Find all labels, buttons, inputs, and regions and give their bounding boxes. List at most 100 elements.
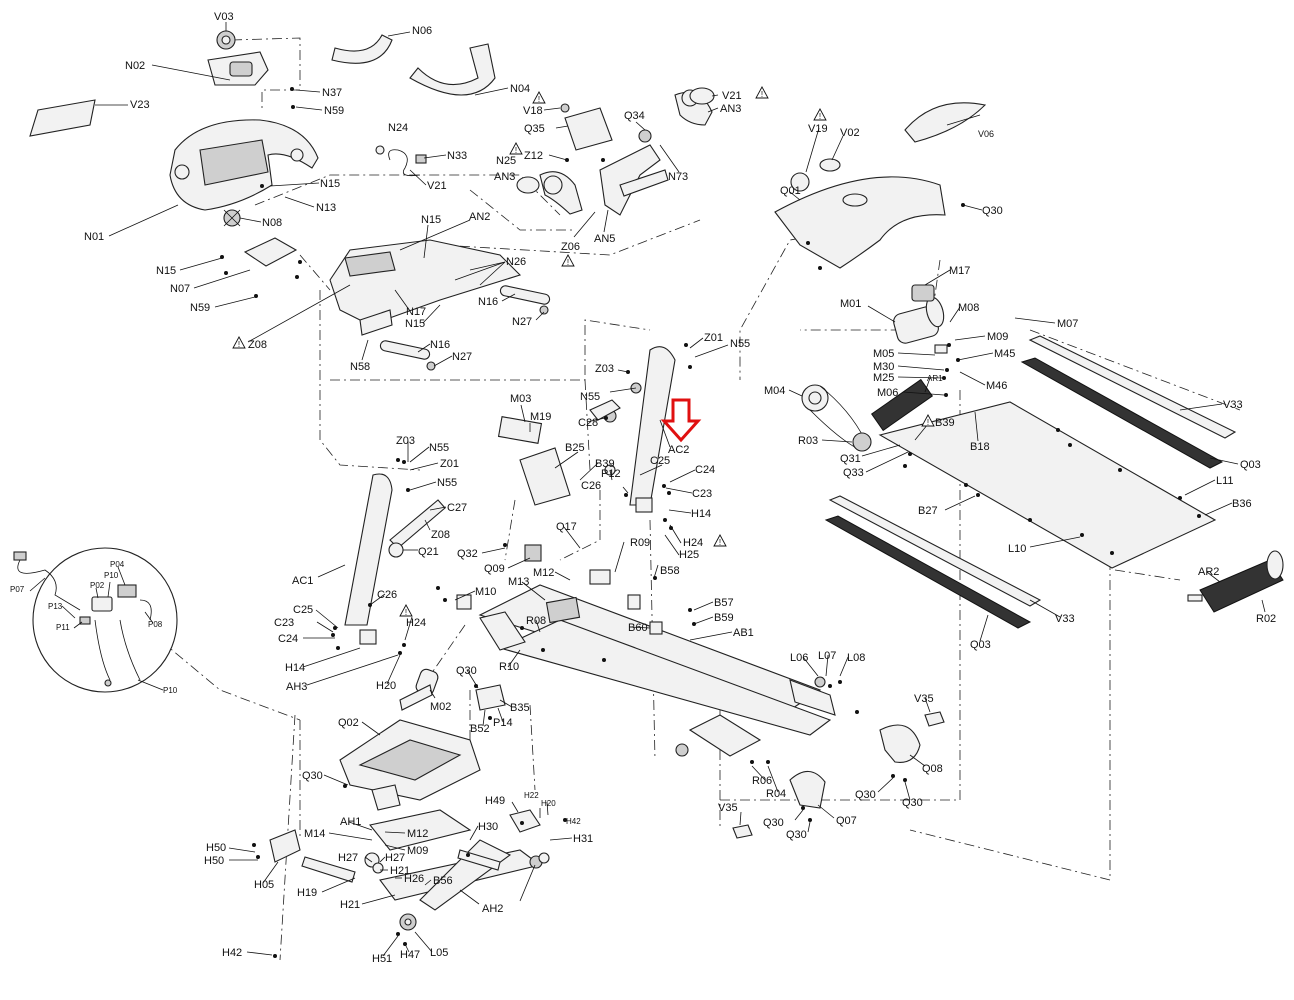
part-label: B60 <box>628 622 648 634</box>
part-label: Q03 <box>970 639 991 651</box>
part-label: H30 <box>478 821 498 833</box>
part-label: AC2 <box>668 444 689 456</box>
end-caps <box>732 676 945 839</box>
deck-board-b27 <box>878 401 1217 569</box>
part-label: R08 <box>526 615 546 627</box>
part-label: N15 <box>405 318 425 330</box>
motor-hood <box>774 102 987 269</box>
part-label: Q30 <box>763 817 784 829</box>
part-label: P02 <box>90 581 105 590</box>
part-label: AH3 <box>286 681 307 693</box>
part-label: Z01 <box>440 458 459 470</box>
part-label: M19 <box>530 411 551 423</box>
cap-q08 <box>879 724 921 763</box>
pulse-grip-an3-left <box>539 171 583 215</box>
grip-n16b <box>379 340 431 360</box>
plate-v35b <box>732 824 753 839</box>
part-label: N15 <box>320 178 340 190</box>
part-label: Q30 <box>786 829 807 841</box>
part-label: H26 <box>404 873 424 885</box>
svg-text:!: ! <box>405 608 407 617</box>
part-label: N06 <box>412 25 432 37</box>
part-label: N37 <box>322 87 342 99</box>
part-label: B39 <box>935 417 955 429</box>
part-label: Z01 <box>704 332 723 344</box>
part-label: P14 <box>493 717 513 729</box>
part-label: Q34 <box>624 110 645 122</box>
cover-v06 <box>904 102 987 143</box>
rail-v33-bottom <box>824 495 1042 629</box>
part-label: N55 <box>580 391 600 403</box>
part-label: AN3 <box>494 171 515 183</box>
bracket-h05 <box>269 829 301 863</box>
bracket-l06 <box>789 679 836 716</box>
part-label: N24 <box>388 122 408 134</box>
part-label: C25 <box>293 604 313 616</box>
part-label: L11 <box>1216 475 1234 487</box>
part-label: H49 <box>485 795 505 807</box>
part-label: L07 <box>818 650 836 662</box>
part-label: V06 <box>978 129 994 139</box>
part-label: P08 <box>148 620 163 629</box>
cable-guide-n06 <box>331 34 393 64</box>
part-label: N04 <box>510 83 530 95</box>
part-label: N27 <box>452 351 472 363</box>
part-label: Q08 <box>922 763 943 775</box>
part-label: AH2 <box>482 903 503 915</box>
part-label: N02 <box>125 60 145 72</box>
part-label: R02 <box>1256 613 1276 625</box>
part-label: B58 <box>660 565 680 577</box>
part-label: AB1 <box>733 627 754 639</box>
part-label: V21 <box>427 180 447 192</box>
part-label: B39 <box>595 458 615 470</box>
warning-icon: ! <box>399 604 413 617</box>
part-label: Z08 <box>248 339 267 351</box>
overlay-v23 <box>29 99 96 137</box>
part-label: H20 <box>541 799 556 808</box>
part-label: Z08 <box>431 529 450 541</box>
hood-q01 <box>774 176 946 269</box>
part-label: N15 <box>421 214 441 226</box>
main-frame <box>456 416 832 757</box>
part-label: AN2 <box>469 211 490 223</box>
part-label: C28 <box>578 417 598 429</box>
part-label: B56 <box>433 875 453 887</box>
svg-text:!: ! <box>567 258 569 267</box>
controller-m19 <box>519 447 571 506</box>
part-label: P12 <box>601 468 621 480</box>
bracket-q30 <box>371 784 401 811</box>
part-label: M03 <box>510 393 531 405</box>
part-label: Q07 <box>836 815 857 827</box>
part-label: B25 <box>565 442 585 454</box>
part-label: C23 <box>692 488 712 500</box>
grip-n16a <box>499 285 551 305</box>
part-label: H51 <box>372 953 392 965</box>
part-label: B57 <box>714 597 734 609</box>
part-label: Q30 <box>902 797 923 809</box>
part-label: P10 <box>104 571 119 580</box>
warning-icon: ! <box>921 414 935 427</box>
part-label: M02 <box>430 701 451 713</box>
console-assembly <box>29 30 496 267</box>
warning-icon: ! <box>755 86 769 99</box>
part-label: V02 <box>840 127 860 139</box>
part-label: L10 <box>1008 543 1026 555</box>
part-label: N16 <box>430 339 450 351</box>
part-label: N55 <box>437 477 457 489</box>
part-label: N16 <box>478 296 498 308</box>
part-label: V18 <box>523 105 543 117</box>
part-label: Q32 <box>457 548 478 560</box>
part-label: H14 <box>285 662 305 674</box>
warning-icon: ! <box>509 142 523 155</box>
controller-m13 <box>545 596 581 624</box>
part-label: M13 <box>508 576 529 588</box>
fan-n08 <box>223 209 241 227</box>
leader-lines <box>29 22 1266 957</box>
bracket-q35 <box>564 107 613 151</box>
cap-v21b <box>516 176 540 194</box>
bracket-m03 <box>497 416 543 444</box>
part-label: R06 <box>752 775 772 787</box>
warning-icon: ! <box>713 534 727 547</box>
svg-text:!: ! <box>238 340 240 349</box>
